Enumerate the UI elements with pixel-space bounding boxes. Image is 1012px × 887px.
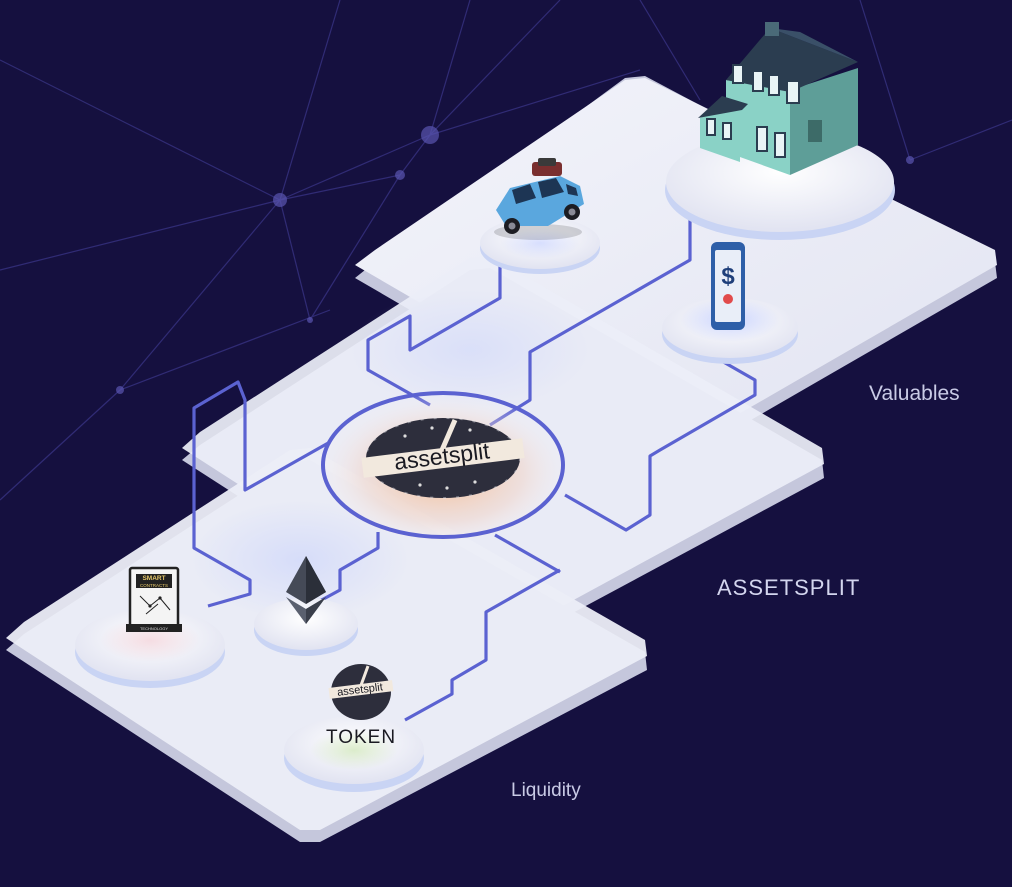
liquidity-layer-label: Liquidity bbox=[511, 780, 581, 801]
assetsplit-logo-icon: assetsplit bbox=[361, 417, 525, 499]
car-icon bbox=[494, 158, 584, 240]
smart-contract-line1: SMART bbox=[142, 575, 165, 582]
ethereum-icon bbox=[286, 556, 326, 624]
house-icon bbox=[698, 22, 858, 175]
house-node bbox=[665, 22, 895, 240]
valuables-layer-label: Valuables bbox=[869, 382, 960, 405]
phone-dollar-sign: $ bbox=[721, 263, 735, 290]
smartphone-icon: $ bbox=[711, 242, 745, 330]
smart-contract-line2: CONTRACTS bbox=[140, 583, 168, 588]
assetsplit-token-icon: assetsplit bbox=[328, 664, 394, 720]
car-node bbox=[480, 158, 600, 274]
smartphone-node: $ bbox=[662, 242, 798, 364]
token-label: TOKEN bbox=[326, 727, 396, 748]
smart-contracts-node: SMART CONTRACTS TECHNOLOGY bbox=[75, 566, 225, 688]
token-node: assetsplit TOKEN bbox=[284, 664, 424, 792]
background-network bbox=[0, 0, 1012, 501]
ethereum-node bbox=[254, 556, 358, 656]
assetsplit-layer-label: ASSETSPLIT bbox=[717, 575, 861, 600]
assetsplit-center-node: assetsplit bbox=[321, 390, 565, 540]
smart-contract-line3: TECHNOLOGY bbox=[140, 626, 168, 631]
token-logo-text: assetsplit bbox=[337, 681, 384, 698]
background-network-nodes bbox=[116, 126, 914, 394]
smart-contract-document-icon: SMART CONTRACTS TECHNOLOGY bbox=[126, 566, 182, 632]
